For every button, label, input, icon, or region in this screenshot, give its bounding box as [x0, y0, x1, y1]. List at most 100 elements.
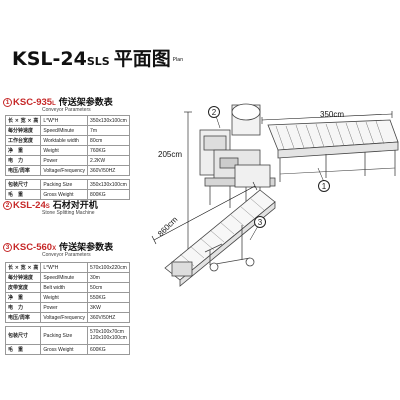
spec-cell-cn: 包装尺寸 [4, 326, 42, 345]
spec-cell-en: L*W*H [40, 262, 89, 273]
spec-cell-en: Gross Weight [40, 344, 89, 355]
dimension-350-label: 350cm [320, 110, 345, 119]
spec-cell-val: 3KW [87, 302, 130, 313]
spec-cell-en: Gross Weight [40, 189, 89, 200]
spec-cell-cn: 毛 重 [4, 189, 42, 200]
dimension-line-860 [151, 181, 258, 245]
spec-cell-val: 350x130x100cm [87, 179, 130, 190]
title-plan: Plan [172, 56, 184, 63]
section-1-suffix: L [52, 101, 56, 107]
title-cn: 平面图 [113, 48, 171, 70]
spec-cell-val: 80cm [87, 135, 130, 146]
spec-cell-val: 50cm [87, 282, 130, 293]
dimension-line-350 [261, 111, 393, 124]
spec-cell-en: L*W*H [40, 115, 89, 126]
spec-cell-val: 550KG [87, 292, 130, 303]
spec-cell-en: Packing Size [40, 326, 89, 345]
spec-cell-cn: 电压/周率 [4, 165, 42, 176]
spec-cell-en: Voltage/Frequency [40, 312, 89, 323]
spec-cell-cn: 净 重 [4, 292, 42, 303]
roller-conveyor-1 [267, 119, 399, 182]
spec-cell-cn: 长 × 宽 × 高 [4, 115, 42, 126]
callout-3: 3 [254, 216, 266, 228]
spec-cell-val: 760KG [87, 145, 130, 156]
spec-cell-val: 7m [87, 125, 130, 136]
spec-cell-val: 360V/50HZ [87, 165, 130, 176]
spec-cell-cn: 电 力 [4, 302, 42, 313]
spec-cell-val: 30m [87, 272, 130, 283]
spec-cell-en: Power [40, 155, 89, 166]
spec-cell-cn: 包装尺寸 [4, 179, 42, 190]
spec-cell-cn: 工作台宽度 [4, 135, 42, 146]
spec-cell-val: 800KG [87, 189, 130, 200]
spec-cell-en: Weight [40, 145, 89, 156]
title-suffix: SLS [86, 55, 110, 68]
spec-cell-val: 600KG [87, 344, 130, 355]
spec-cell-en: Belt width [40, 282, 89, 293]
spec-cell-en: Speed/Minute [40, 125, 89, 136]
section-1-model: KSC-935 [13, 97, 53, 108]
spec-cell-cn: 每分钟速度 [4, 125, 42, 136]
dimension-205-label: 205cm [158, 150, 183, 159]
section-2-suffix: S [45, 204, 50, 210]
spec-cell-en: Packing Size [40, 179, 89, 190]
spec-cell-en: Weight [40, 292, 89, 303]
section-3-number: 3 [3, 243, 12, 252]
section-1-number: 1 [3, 98, 12, 107]
section-1-cn: 传送架参数表 [58, 97, 113, 107]
section-2-number: 2 [3, 201, 12, 210]
callout-2: 2 [208, 106, 220, 118]
section-2-model: KSL-24 [13, 200, 46, 211]
section-3-cn: 传送架参数表 [59, 242, 114, 252]
spec-cell-val: 350x130x100cm [87, 115, 130, 126]
callout-1: 1 [318, 180, 330, 192]
spec-cell-cn: 每分钟速度 [4, 272, 42, 283]
spec-cell-en: Speed/Minute [40, 272, 89, 283]
section-3-suffix: X [52, 246, 57, 252]
machine-drawing [151, 103, 399, 287]
spec-cell-cn: 皮带宽度 [4, 282, 42, 293]
title-model: KSL-24 [12, 48, 87, 70]
machine-plan-diagram: 350cm 205cm 860cm 1 2 3 [150, 90, 400, 400]
spec-cell-val: 570x100x220cm [87, 262, 130, 273]
spec-cell-val: 2.2KW [87, 155, 130, 166]
section-3-subtitle: Conveyor Parameters [42, 252, 91, 258]
spec-cell-cn: 电压/周率 [4, 312, 42, 323]
section-3-model: KSC-560 [13, 242, 53, 253]
stone-splitting-machine-2 [199, 103, 276, 208]
section-2-cn: 石材对开机 [52, 200, 98, 210]
spec-cell-en: Worktable width [40, 135, 89, 146]
spec-cell-cn: 长 × 宽 × 高 [4, 262, 42, 273]
section-1-subtitle: Conveyor Parameters [42, 107, 91, 113]
spec-cell-en: Voltage/Frequency [40, 165, 89, 176]
section-2-subtitle: Stone Splitting Machine [42, 210, 95, 216]
spec-cell-val: 360V/50HZ [87, 312, 130, 323]
spec-cell-cn: 电 力 [4, 155, 42, 166]
spec-cell-cn: 毛 重 [4, 344, 42, 355]
spec-cell-en: Power [40, 302, 89, 313]
belt-conveyor-3 [164, 189, 276, 287]
